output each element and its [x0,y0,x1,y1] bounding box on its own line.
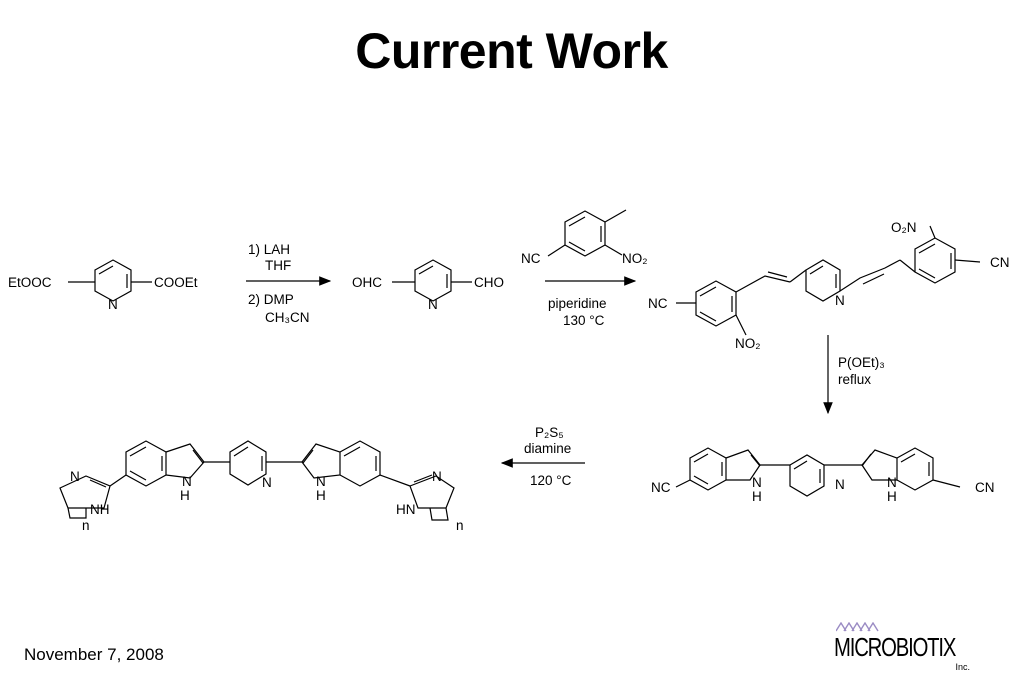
compound-4: NC CN N H N N H [651,447,995,504]
step3-reagent-poet3: P(OEt)₃ [838,355,885,370]
no2-label: NO₂ [735,336,761,351]
compound-3: O₂N CN NC NO₂ N [648,220,1010,351]
imidazoline-hn-right: HN [396,502,416,517]
reagent-no2-label: NO₂ [622,251,648,266]
footer-date: November 7, 2008 [24,645,164,664]
compound-5: N NH n H N N N H N HN n [59,440,464,533]
pyridine-n-label: N [835,477,845,492]
indole-n-right: N [887,475,897,490]
cooet-label: COOEt [154,275,198,290]
indole-n-left: N [752,475,762,490]
nc-label: NC [651,480,671,495]
ring-size-n-right: n [456,518,464,533]
step4-diamine: diamine [524,441,571,456]
cn-right-label: CN [990,255,1010,270]
indole-n-right: N [316,474,326,489]
imidazoline-n-left: N [70,469,80,484]
o2n-label: O₂N [891,220,917,235]
step4-reagent-p2s5: P₂S₅ [535,425,564,440]
imidazoline-n-right: N [432,469,442,484]
indole-h-right: H [316,488,326,503]
logo-suffix: Inc. [955,662,970,672]
cn-label: CN [975,480,995,495]
indole-h-left: H [752,489,762,504]
step1-reagent-thf: THF [265,258,291,273]
indole-n-left: N [182,474,192,489]
reagent-nc-label: NC [521,251,541,266]
step1-reagent-ch3cn: CH₃CN [265,310,310,325]
step2-temperature: 130 °C [563,313,605,328]
step1-reagent-lah: 1) LAH [248,242,290,257]
slide-title: Current Work [355,23,668,79]
ohc-label: OHC [352,275,382,290]
indole-h-left: H [180,488,190,503]
imidazoline-nh-left: NH [90,502,110,517]
logo-mark-icon [836,622,879,632]
step1-reagent-dmp: 2) DMP [248,292,294,307]
ring-size-n-left: n [82,518,90,533]
logo-wordmark: MICROBIOTIX [834,632,956,662]
step-2: piperidine 130 °C [545,276,637,328]
step-1: 1) LAH THF 2) DMP CH₃CN [246,242,332,325]
compound-1: EtOOC COOEt N [8,259,198,312]
pyridine-n-label: N [262,475,272,490]
company-logo: MICROBIOTIX Inc. [834,622,980,672]
step-3: P(OEt)₃ reflux [823,335,885,415]
step3-reflux: reflux [838,372,871,387]
pyridine-n-label: N [835,293,845,308]
step4-temperature: 120 °C [530,473,572,488]
cho-label: CHO [474,275,504,290]
etooc-label: EtOOC [8,275,52,290]
compound-2: OHC CHO N [352,259,504,312]
pyridine-n-label: N [428,297,438,312]
pyridine-n-label: N [108,297,118,312]
reagent-nitrobenzonitrile: NC NO₂ [521,209,648,266]
step-4: P₂S₅ diamine 120 °C [500,425,585,488]
nc-left-label: NC [648,296,668,311]
step2-reagent-piperidine: piperidine [548,296,607,311]
indole-h-right: H [887,489,897,504]
